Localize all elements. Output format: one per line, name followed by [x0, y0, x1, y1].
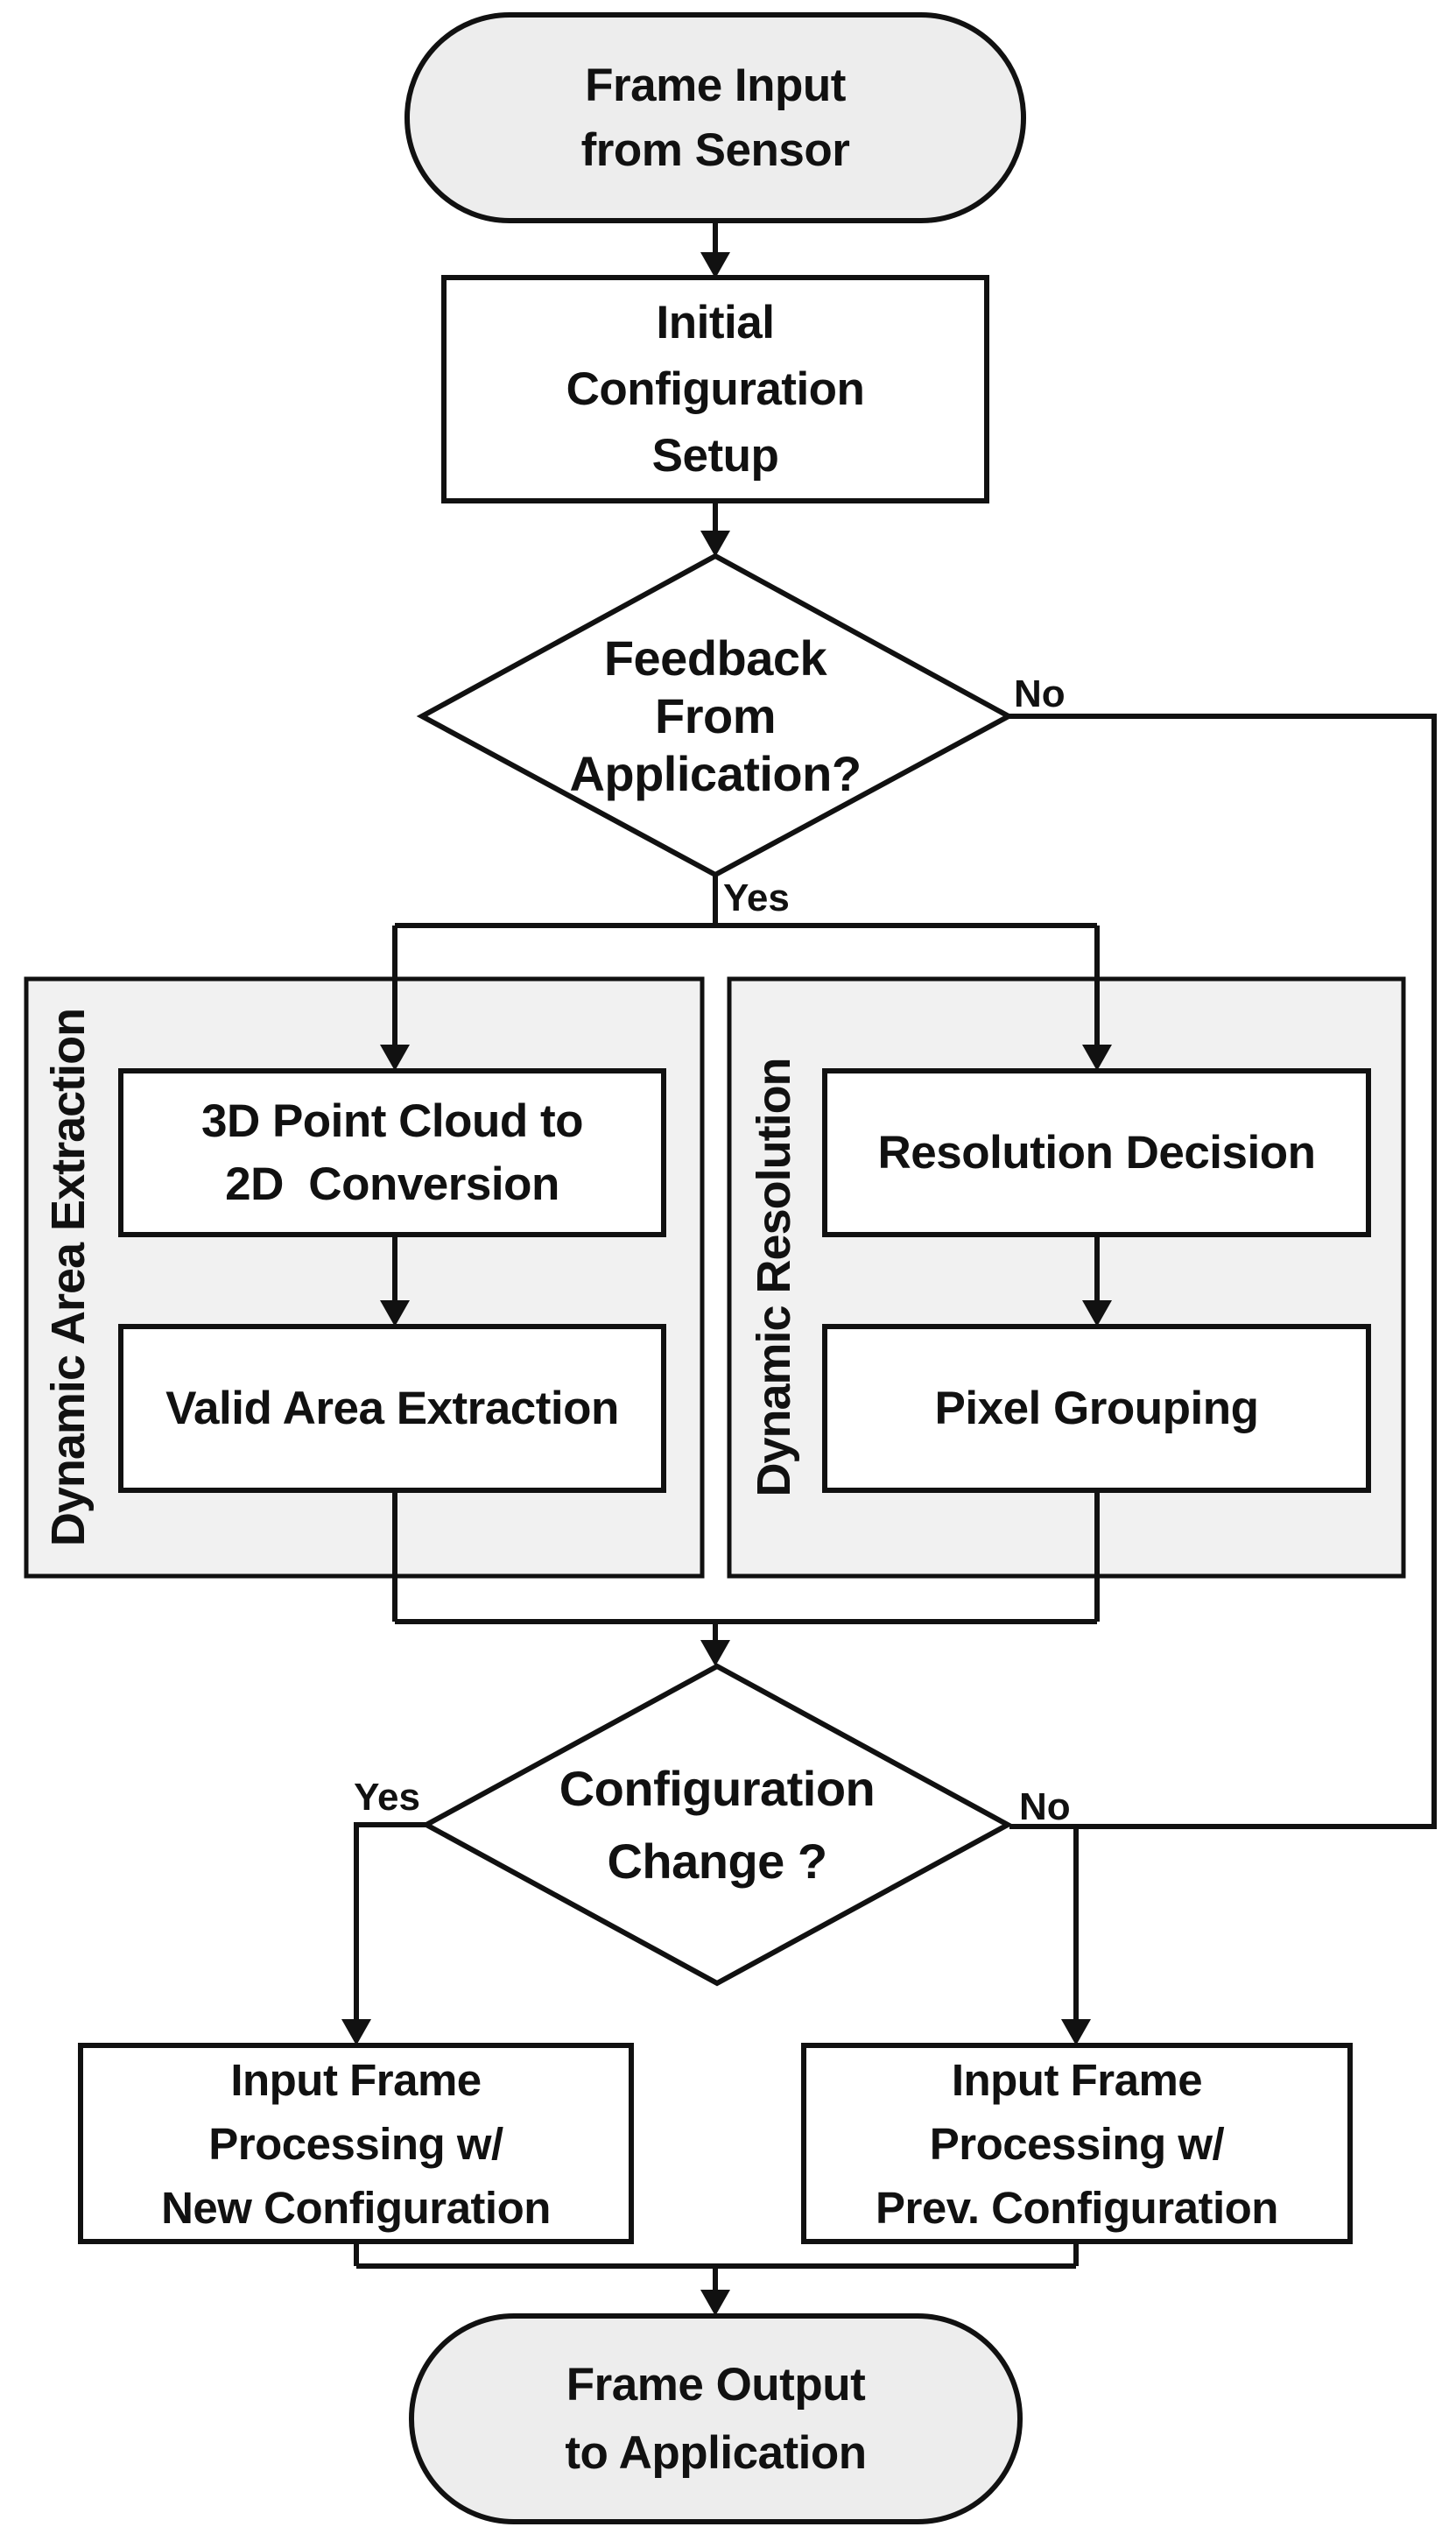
arrowhead-into-pointcloud: [380, 1045, 410, 1071]
configuration-change-diamond: [420, 1663, 1014, 1987]
arrowhead-into-newbox: [341, 2019, 371, 2045]
connector-lines: [354, 221, 1437, 2291]
arrowhead-into-output: [700, 2290, 730, 2316]
pixel-grouping-label: Pixel Grouping: [934, 1382, 1259, 1434]
new-configuration-label: Input Frame Processing w/ New Configurat…: [161, 2054, 551, 2233]
point-cloud-conversion-label: 3D Point Cloud to 2D Conversion: [200, 1095, 584, 1210]
new-configuration-box: [78, 2043, 634, 2244]
dynamic-area-extraction-group-label: Dynamic Area Extraction: [42, 1008, 95, 1547]
arrowhead-into-pixel: [1082, 1300, 1112, 1327]
resolution-decision-box: [822, 1068, 1371, 1237]
prev-configuration-label: Input Frame Processing w/ Prev. Configur…: [876, 2054, 1278, 2233]
initial-configuration-box: [441, 275, 989, 503]
end-terminator-label: Frame Output to Application: [565, 2358, 867, 2479]
connector-feedback-no-loop: [1009, 714, 1437, 1829]
initial-configuration-label: Initial Configuration Setup: [566, 296, 865, 482]
prev-configuration-box: [801, 2043, 1353, 2244]
edge-label-feedback-no: No: [1014, 672, 1066, 715]
feedback-decision-diamond: [416, 553, 1015, 878]
edge-label-feedback-yes: Yes: [723, 876, 790, 919]
edge-label-change-yes: Yes: [354, 1776, 420, 1819]
arrowheads: [341, 252, 1112, 2316]
dynamic-resolution-group-label: Dynamic Resolution: [748, 1058, 800, 1497]
arrowhead-into-change: [700, 1640, 730, 1666]
point-cloud-conversion-box: [118, 1068, 666, 1237]
valid-area-extraction-box: [118, 1324, 666, 1493]
start-terminator-label: Frame Input from Sensor: [580, 59, 850, 176]
pixel-grouping-box: [822, 1324, 1371, 1493]
arrowhead-into-prevbox: [1061, 2019, 1091, 2045]
arrowhead-into-validarea: [380, 1300, 410, 1327]
connector-groups-merge: [392, 1489, 1100, 1642]
end-terminator: [409, 2313, 1023, 2524]
arrowhead-into-resolution: [1082, 1045, 1112, 1071]
valid-area-extraction-label: Valid Area Extraction: [165, 1382, 619, 1434]
arrowhead-into-feedback: [700, 531, 730, 557]
edge-label-change-no: No: [1019, 1785, 1071, 1828]
connector-feedback-yes-split: [392, 875, 1100, 1046]
configuration-change-label: Configuration Change ?: [559, 1761, 876, 1889]
connector-bottom-merge: [354, 2242, 1079, 2291]
arrowhead-into-config: [700, 252, 730, 278]
start-terminator: [404, 12, 1026, 223]
resolution-decision-label: Resolution Decision: [877, 1126, 1316, 1179]
feedback-decision-label: Feedback From Application?: [569, 630, 862, 801]
connector-change-yes: [354, 1822, 426, 2021]
